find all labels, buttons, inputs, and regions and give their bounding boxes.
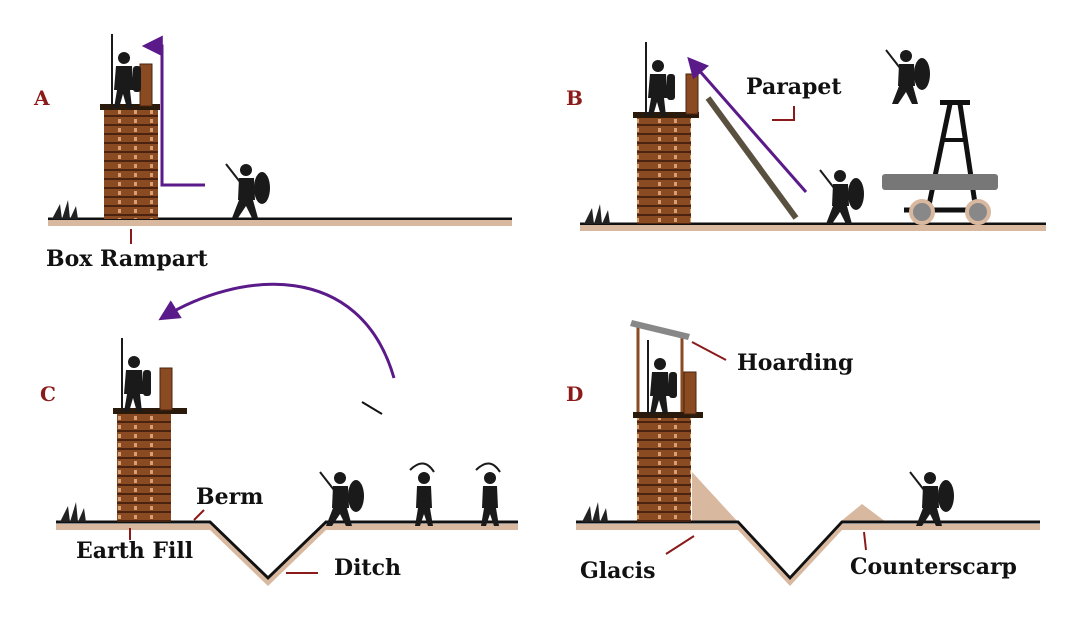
hoarding-roof	[630, 320, 690, 412]
walkway	[633, 412, 703, 418]
panel-d-letter: D	[566, 382, 584, 406]
box-rampart-logs	[637, 118, 691, 224]
walkway	[113, 408, 187, 414]
defender-icon	[111, 33, 142, 109]
parapet-post	[685, 73, 699, 115]
attack-arrow-icon	[687, 56, 808, 193]
archer-icon	[475, 462, 501, 527]
defender-icon	[647, 339, 678, 415]
glacis-label: Glacis	[580, 558, 656, 584]
parapet-label: Parapet	[746, 74, 842, 100]
glacis-mound	[692, 472, 738, 522]
tower-warrior-icon	[885, 49, 931, 105]
box-rampart-label: Box Rampart	[46, 246, 208, 272]
berm-label: Berm	[196, 484, 264, 510]
parapet-post	[683, 371, 697, 415]
defender-icon	[645, 41, 676, 117]
grass-tuft	[52, 200, 78, 219]
counterscarp-mound	[840, 504, 886, 522]
hoarding-label: Hoarding	[737, 350, 854, 376]
attacker-icon	[319, 471, 365, 527]
grass-tuft	[584, 204, 610, 224]
panel-b	[580, 41, 1046, 231]
panel-d	[576, 320, 1040, 586]
defender-icon	[121, 337, 152, 413]
parapet-post	[159, 367, 173, 411]
attacker-icon	[819, 169, 865, 225]
box-rampart-logs	[637, 418, 691, 522]
scaling-ladder	[705, 96, 799, 220]
hoarding-leader	[691, 341, 727, 361]
ditch-label: Ditch	[334, 555, 401, 581]
panel-a-letter: A	[34, 86, 50, 110]
palisade-post	[139, 63, 153, 107]
grass-tuft	[60, 502, 86, 522]
attack-arrow-icon	[141, 35, 205, 187]
box-rampart-logs	[104, 110, 158, 219]
grass-tuft	[582, 502, 608, 522]
panel-b-letter: B	[566, 86, 583, 110]
panel-c-letter: C	[40, 382, 56, 406]
parapet-leader	[772, 106, 795, 121]
attacker-icon	[909, 471, 955, 527]
slinger-icon	[409, 462, 435, 527]
panel-c	[56, 282, 518, 586]
panel-a	[48, 33, 512, 244]
berm-leader	[193, 509, 205, 521]
siege-tower-icon	[882, 100, 998, 225]
flying-arrow	[361, 401, 383, 415]
ground-earth	[48, 220, 512, 226]
glacis-leader	[665, 535, 695, 555]
ground-earth	[580, 225, 1046, 231]
counterscarp-label: Counterscarp	[850, 554, 1017, 580]
attacker-icon	[225, 163, 271, 219]
earth-fill-label: Earth Fill	[76, 538, 194, 564]
arrow-trajectory-icon	[158, 282, 396, 379]
box-rampart-logs	[117, 413, 171, 522]
walkway	[633, 112, 699, 118]
counterscarp-leader	[863, 531, 867, 551]
